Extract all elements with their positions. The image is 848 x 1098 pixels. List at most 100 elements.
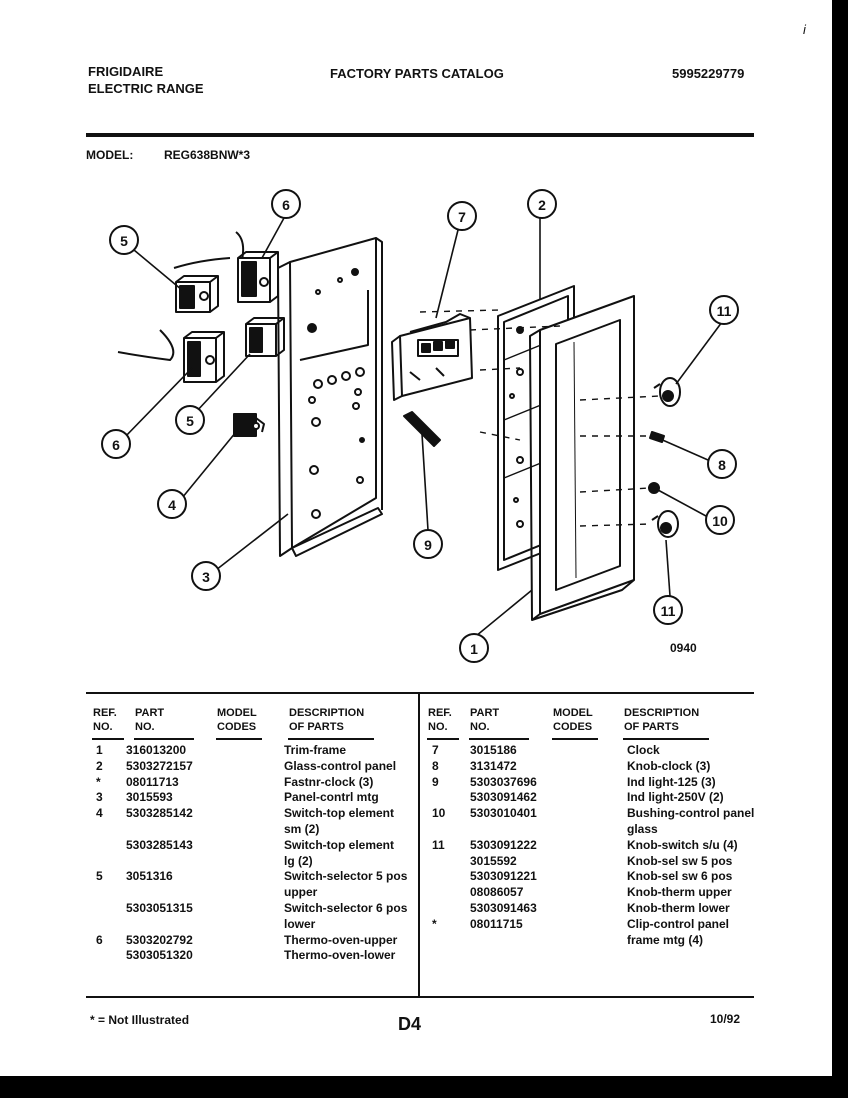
ref-number xyxy=(432,854,445,870)
callout-5-upper: 5 xyxy=(120,233,128,249)
page-number: D4 xyxy=(398,1014,422,1034)
header-underline xyxy=(134,738,194,740)
callout-6-lower: 6 xyxy=(112,437,120,453)
ref-number: 9 xyxy=(432,774,439,789)
callout-4: 4 xyxy=(168,497,176,513)
part-description: Knob-switch s/u (4) xyxy=(627,837,738,852)
ref-number: 5 xyxy=(96,869,103,884)
part-description: frame mtg (4) xyxy=(627,932,704,947)
part-description: Trim-frame xyxy=(284,743,347,757)
ref-number: 6 xyxy=(96,932,103,947)
part-number xyxy=(126,854,193,870)
part-number: 5303285143 xyxy=(126,837,193,852)
catalog-page: FRIGIDAIRE ELECTRIC RANGE FACTORY PARTS … xyxy=(0,0,832,1076)
part-number: 5303037696 xyxy=(470,774,537,789)
model-value: REG638BNW*3 xyxy=(164,148,251,162)
part-number xyxy=(126,885,193,901)
alignment-lines xyxy=(419,309,661,527)
corner-mark: i xyxy=(803,22,806,37)
header-underline xyxy=(469,738,529,740)
part-number: 3131472 xyxy=(470,758,517,773)
revision-date: 10/92 xyxy=(710,1012,741,1026)
part-number: 08086057 xyxy=(470,885,524,900)
ref-number xyxy=(96,838,103,854)
part-description: Switch-selector 6 pos xyxy=(284,900,408,915)
part-description: lg (2) xyxy=(284,853,313,868)
bushing xyxy=(648,482,660,494)
brand-name: FRIGIDAIRE xyxy=(88,64,164,79)
ref-number: 4 xyxy=(96,806,103,821)
part-number: 5303091462 xyxy=(470,790,537,805)
model-label: MODEL: xyxy=(86,148,134,162)
part-number xyxy=(126,822,193,838)
part-number: 5303272157 xyxy=(126,758,193,773)
left-ref-header: REF.NO. xyxy=(93,707,117,733)
catalog-number: 5995229779 xyxy=(672,66,745,81)
part-description: sm (2) xyxy=(284,821,320,836)
part-description: Thermo-oven-upper xyxy=(284,932,398,947)
ref-number: 2 xyxy=(96,758,103,773)
header-underline xyxy=(623,738,709,740)
part-description: Switch-selector 5 pos xyxy=(284,869,408,884)
part-description: Knob-therm lower xyxy=(627,900,730,915)
part-description: Knob-therm upper xyxy=(627,885,732,900)
product-name: ELECTRIC RANGE xyxy=(88,81,204,96)
part-description: Fastnr-clock (3) xyxy=(284,774,374,789)
part-number: 5303202792 xyxy=(126,932,193,947)
header-underline xyxy=(92,738,124,740)
indicator-light xyxy=(403,411,441,447)
part-number: 5303091463 xyxy=(470,900,537,915)
ref-number xyxy=(432,790,445,806)
callout-11-upper: 11 xyxy=(717,303,732,319)
part-number: 3015186 xyxy=(470,743,517,757)
catalog-title: FACTORY PARTS CATALOG xyxy=(330,66,504,81)
part-description: lower xyxy=(284,916,316,931)
ref-number: * xyxy=(432,916,437,931)
part-number: 3051316 xyxy=(126,869,173,884)
header-underline xyxy=(427,738,459,740)
trim-frame xyxy=(529,295,635,621)
ref-number xyxy=(432,885,445,901)
callout-3: 3 xyxy=(202,569,210,585)
knob-upper xyxy=(653,377,681,407)
part-description: Ind light-250V (2) xyxy=(627,790,724,805)
part-description: Thermo-oven-lower xyxy=(284,948,396,963)
figure-code: 0940 xyxy=(670,641,697,655)
part-description: Bushing-control panel xyxy=(627,806,755,821)
callout-6-upper: 6 xyxy=(282,197,290,213)
part-description: Clip-control panel xyxy=(627,916,729,931)
ref-number xyxy=(96,822,103,838)
ref-number: 10 xyxy=(432,806,446,821)
not-illustrated-note: * = Not Illustrated xyxy=(90,1013,190,1027)
part-number xyxy=(470,822,537,838)
callout-11-lower: 11 xyxy=(661,603,676,619)
part-number: 08011715 xyxy=(470,916,523,931)
part-description: Knob-sel sw 6 pos xyxy=(627,869,733,884)
part-number: 08011713 xyxy=(126,774,179,789)
part-description: Switch-top element xyxy=(284,806,395,821)
part-description: Knob-sel sw 5 pos xyxy=(627,853,733,868)
ref-number xyxy=(432,869,445,885)
clock-assembly xyxy=(391,313,473,401)
callout-1: 1 xyxy=(470,641,478,657)
ref-number xyxy=(432,933,445,949)
header-underline xyxy=(288,738,374,740)
selector-switch-upper xyxy=(175,275,219,313)
part-number: 5303091221 xyxy=(470,869,537,884)
ref-number: 8 xyxy=(432,758,439,773)
table-divider xyxy=(418,692,420,996)
top-element-switch xyxy=(233,413,265,437)
callout-circles xyxy=(101,189,739,663)
part-number: 5303091222 xyxy=(470,837,537,852)
leader-lines xyxy=(123,217,723,637)
part-description: Knob-clock (3) xyxy=(627,758,711,773)
part-number: 5303010401 xyxy=(470,806,537,821)
callout-8: 8 xyxy=(718,457,726,473)
exploded-diagram: 5 6 6 5 4 3 7 9 2 1 11 8 10 11 0940 xyxy=(101,189,739,663)
